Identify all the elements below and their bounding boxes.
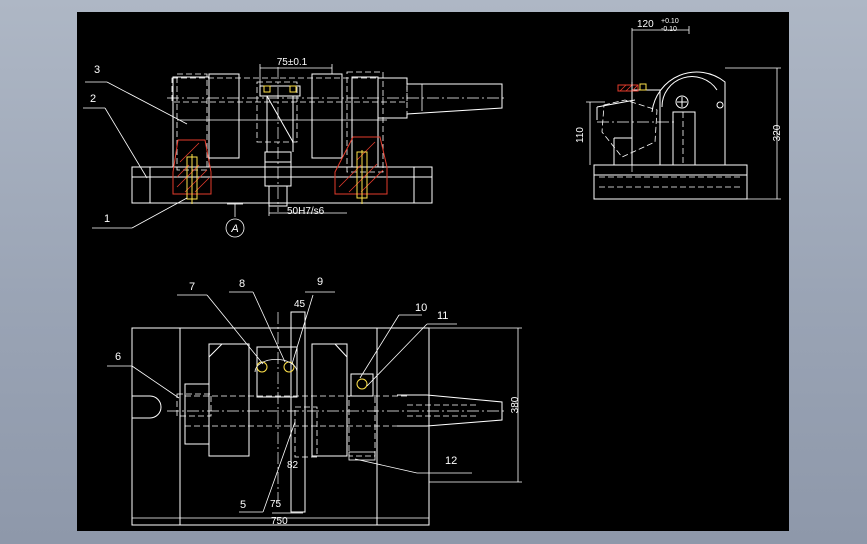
- dim-380: 380: [510, 396, 521, 413]
- dim-750: 750: [271, 516, 288, 527]
- front-view: 75±0.1 50H7/s6 A 3 2 1: [83, 57, 507, 238]
- balloon-7: 7: [189, 281, 195, 293]
- tol-lower: -0.10: [661, 26, 677, 33]
- right-clamp-block: [351, 76, 379, 168]
- dim-110: 110: [575, 127, 586, 143]
- taper-shaft: [378, 77, 503, 119]
- dim-120: 120: [637, 19, 654, 30]
- cad-drawing: 75±0.1 50H7/s6 A 3 2 1: [83, 18, 783, 527]
- dim-45: 45: [294, 299, 306, 310]
- journal-right: [311, 73, 343, 159]
- side-base: [593, 164, 748, 200]
- balloon-1: 1: [104, 213, 110, 225]
- plan-clamp-left: [184, 383, 210, 445]
- balloon-6: 6: [115, 351, 121, 363]
- view-marker-circle: [225, 218, 245, 238]
- balloon-12: 12: [445, 455, 457, 467]
- dim-320: 320: [772, 124, 783, 141]
- balloon-10: 10: [415, 302, 427, 314]
- plan-taper: [397, 394, 503, 427]
- plan-centre-slide: [290, 311, 306, 513]
- view-marker-a: A: [230, 223, 238, 235]
- tol-upper: +0.10: [661, 18, 679, 25]
- plan-right-nut: [350, 373, 374, 397]
- side-arc: [651, 71, 726, 165]
- balloon-5: 5: [240, 499, 246, 511]
- left-clamp-block: [172, 76, 210, 168]
- balloon-8: 8: [239, 278, 245, 290]
- plan-notch: [132, 395, 162, 419]
- balloon-9: 9: [317, 276, 323, 288]
- dim-fit: 50H7/s6: [287, 206, 325, 217]
- drawing-viewport[interactable]: 75±0.1 50H7/s6 A 3 2 1: [77, 12, 789, 531]
- balloon-3: 3: [94, 64, 100, 76]
- plan-base-plate: [131, 327, 430, 526]
- right-clamp-hatched: [334, 136, 388, 195]
- journal-left: [208, 73, 240, 159]
- balloon-11: 11: [437, 310, 448, 322]
- plan-view: 6 7 8 9 45 10 11 12 5 82 75 750 380: [107, 276, 522, 527]
- dim-75-plan: 75: [270, 499, 282, 510]
- balloon-2: 2: [90, 93, 96, 105]
- side-view: 120 +0.10 -0.10 110 320: [575, 18, 783, 200]
- left-clamp-hatched: [172, 139, 212, 195]
- dim-75: 75±0.1: [277, 57, 308, 68]
- dim-82: 82: [287, 460, 299, 471]
